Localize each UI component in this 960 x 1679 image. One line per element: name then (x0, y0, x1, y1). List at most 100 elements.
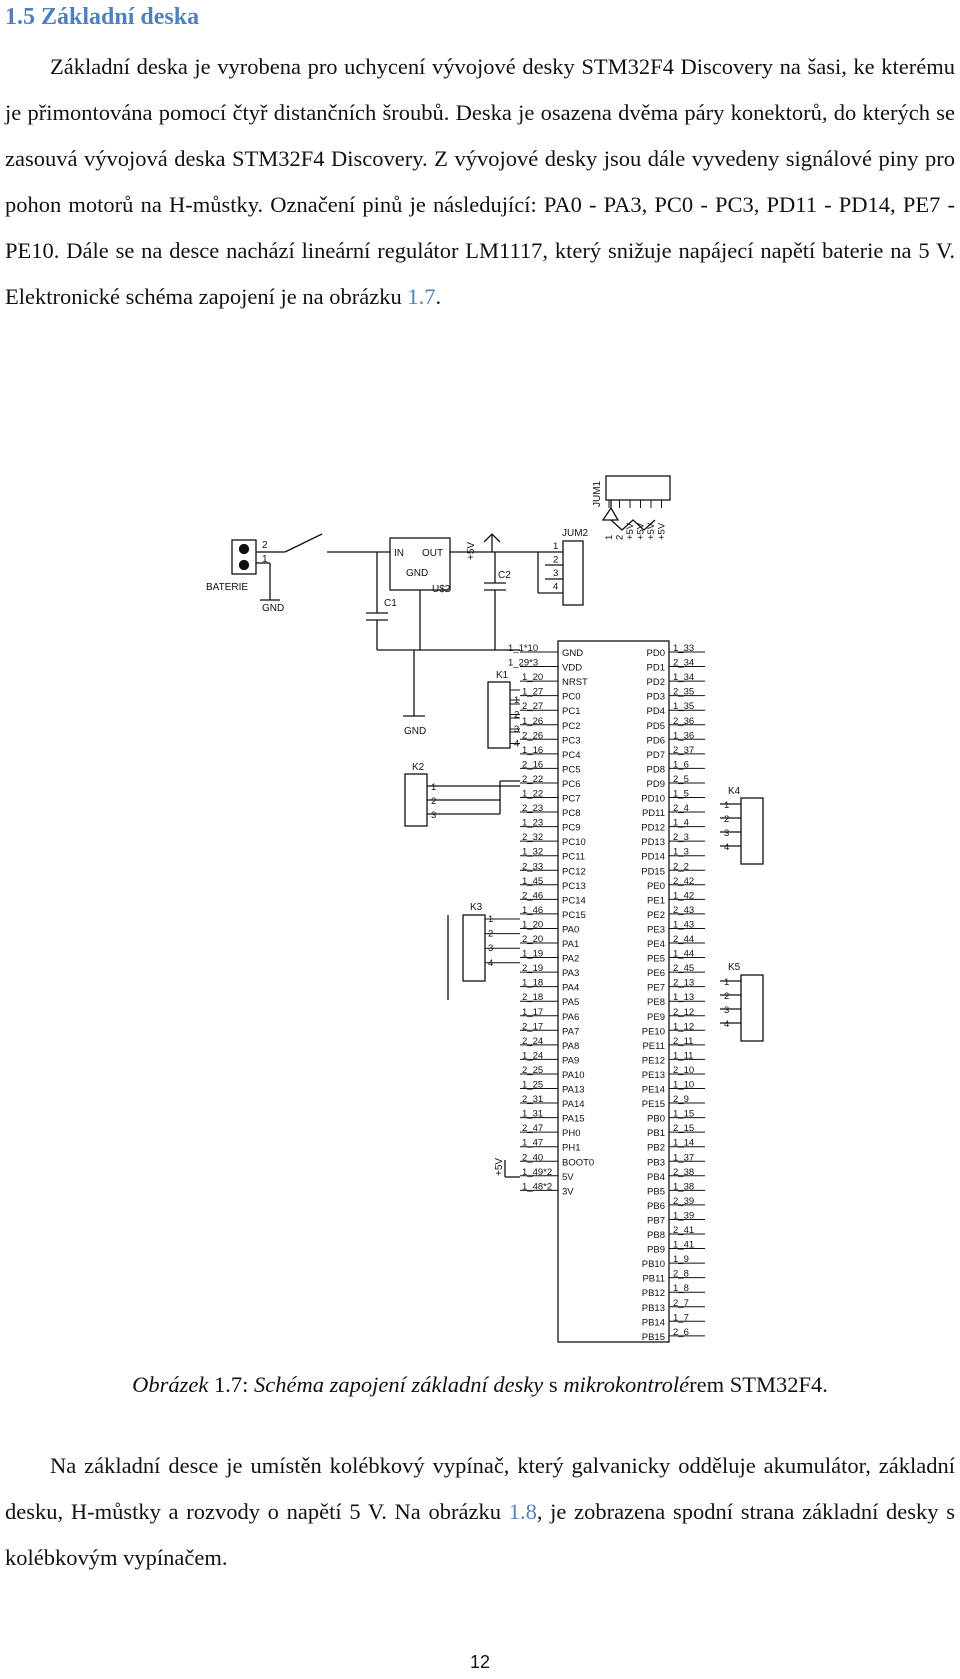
mcu-right-pin: PB0 (647, 1114, 665, 1125)
mcu-right-pin: PE4 (647, 939, 665, 950)
gnd-label-mid: GND (404, 726, 426, 737)
k4-label: K4 (728, 786, 741, 797)
mcu-right-pin: PE3 (647, 924, 665, 935)
mcu-right-net: 2_4 (673, 803, 689, 814)
mcu-left-net: 1_46 (522, 905, 543, 916)
mcu-right-net: 1_11 (673, 1050, 693, 1061)
mcu-right-pin: PB15 (642, 1332, 665, 1343)
figure-reference-link[interactable]: 1.7 (407, 284, 436, 309)
mcu-left-net: 1_48*2 (522, 1181, 552, 1192)
paragraph-2-end: , je zobrazena spodní strana základní de… (5, 1499, 956, 1570)
mcu-right-net: 1_43 (673, 919, 694, 930)
mcu-right-pin: PB3 (647, 1157, 665, 1168)
jum1-pin: +5V (636, 522, 647, 540)
mcu-right-pin: PB11 (642, 1274, 665, 1285)
mcu-right-net: 2_15 (673, 1123, 694, 1134)
figure-reference-link-2[interactable]: 1.8 (508, 1499, 537, 1524)
mcu-right-pin: PD15 (641, 866, 665, 877)
mcu-right-pin: PE9 (647, 1012, 665, 1023)
mcu-left-pin: PA6 (562, 1012, 579, 1023)
mcu-right-net: 1_13 (673, 992, 694, 1003)
k5-label: K5 (728, 962, 741, 973)
mcu-right-pin: PD5 (647, 721, 665, 732)
mcu-right-pin: PD12 (641, 823, 665, 834)
mcu-left-net: 1_17 (522, 1007, 543, 1018)
caption-part-4: rem STM32F4. (689, 1372, 828, 1397)
mcu-right-pin: PB9 (647, 1245, 665, 1256)
c1-label: C1 (384, 598, 397, 609)
caption-part-3: mikrokontrolé (563, 1372, 690, 1397)
c2-label: C2 (498, 570, 511, 581)
mcu-left-net: 1_19 (522, 949, 543, 960)
mcu-left-pin: VDD (562, 663, 582, 674)
mcu-right-pin: PD10 (641, 794, 665, 805)
mcu-left-pin: PA14 (562, 1099, 585, 1110)
k1-pin: 4 (514, 739, 519, 750)
mcu-right-net: 2_42 (673, 876, 694, 887)
mcu-right-net: 1_35 (673, 701, 694, 712)
paragraph-1-text: Základní deska je vyrobena pro uchycení … (5, 54, 955, 309)
mcu-right-net: 2_10 (673, 1065, 694, 1076)
k2-pin: 2 (431, 796, 436, 807)
reg-in-label: IN (394, 548, 404, 559)
mcu-left-pin: BOOT0 (562, 1157, 594, 1168)
mcu-left-pin: PA7 (562, 1026, 579, 1037)
k2-pin: 1 (431, 782, 436, 793)
jum1-pin: +5V (657, 522, 668, 540)
mcu-right-net: 1_37 (673, 1152, 694, 1163)
mcu-right-pin: PB6 (647, 1201, 665, 1212)
mcu-right-pin: PD7 (647, 750, 665, 761)
mcu-left-net: 1_26 (522, 716, 543, 727)
mcu-left-pin: PA8 (562, 1041, 579, 1052)
mcu-left-pin: 5V (562, 1172, 574, 1183)
mcu-right-net: 1_44 (673, 949, 694, 960)
mcu-right-net: 2_45 (673, 963, 694, 974)
mcu-right-net: 1_7 (673, 1312, 689, 1323)
mcu-right-net: 2_37 (673, 745, 694, 756)
k2-pin: 3 (431, 810, 436, 821)
jum2-pin: 3 (553, 568, 558, 579)
k3-pin: 1 (488, 914, 493, 925)
mcu-left-net: 1_20 (522, 672, 543, 683)
mcu-right-pin: PD0 (647, 648, 665, 659)
mcu-left-pin: PC14 (562, 895, 586, 906)
mcu-left-pin: PA10 (562, 1070, 585, 1081)
mcu-right-pin: PE0 (647, 881, 665, 892)
jum1-pin: +5V (625, 522, 636, 540)
mcu-right-pin: PD8 (647, 764, 665, 775)
page-number: 12 (469, 1652, 491, 1672)
mcu-left-net: 2_47 (522, 1123, 543, 1134)
mcu-left-net: 2_40 (522, 1152, 543, 1163)
mcu-right-net: 2_9 (673, 1094, 689, 1105)
k2-label: K2 (412, 762, 425, 773)
mcu-right-pin: PE8 (647, 997, 665, 1008)
mcu-left-net: 1_29*3 (508, 658, 538, 669)
mcu-left-net: 2_18 (522, 992, 543, 1003)
mcu-left-net: 1_49*2 (522, 1167, 552, 1178)
mcu-right-pin: PB10 (642, 1259, 665, 1270)
mcu-right-pin: PE13 (642, 1070, 665, 1081)
mcu-left-pin: PC7 (562, 794, 580, 805)
mcu-left-net: 2_27 (522, 701, 543, 712)
mcu-left-pin: PH0 (562, 1128, 580, 1139)
mcu-right-pin: PB13 (642, 1303, 665, 1314)
mcu-right-pin: PB12 (642, 1288, 665, 1299)
mcu-left-net: 1_22 (522, 789, 543, 800)
jum1-pin: +5V (646, 522, 657, 540)
bat-pin-1: 1 (262, 554, 268, 565)
mcu-left-pin: PC13 (562, 881, 586, 892)
mcu-right-pin: PE6 (647, 968, 665, 979)
mcu-left-pin: PC9 (562, 823, 580, 834)
mcu-right-net: 1_4 (673, 818, 689, 829)
k4-pin: 4 (724, 842, 729, 853)
mcu-right-net: 1_41 (673, 1240, 694, 1251)
mcu-left-net: 1_16 (522, 745, 543, 756)
mcu-left-net: 1_31 (522, 1109, 543, 1120)
mcu-left-pin: 3V (562, 1186, 574, 1197)
jum1-label: JUM1 (592, 480, 603, 507)
mcu-right-pin: PD11 (642, 808, 665, 819)
k3-label: K3 (470, 902, 483, 913)
mcu-right-pin: PB5 (647, 1186, 665, 1197)
mcu-left-pin: PA13 (562, 1085, 585, 1096)
k3-pin: 3 (488, 943, 493, 954)
